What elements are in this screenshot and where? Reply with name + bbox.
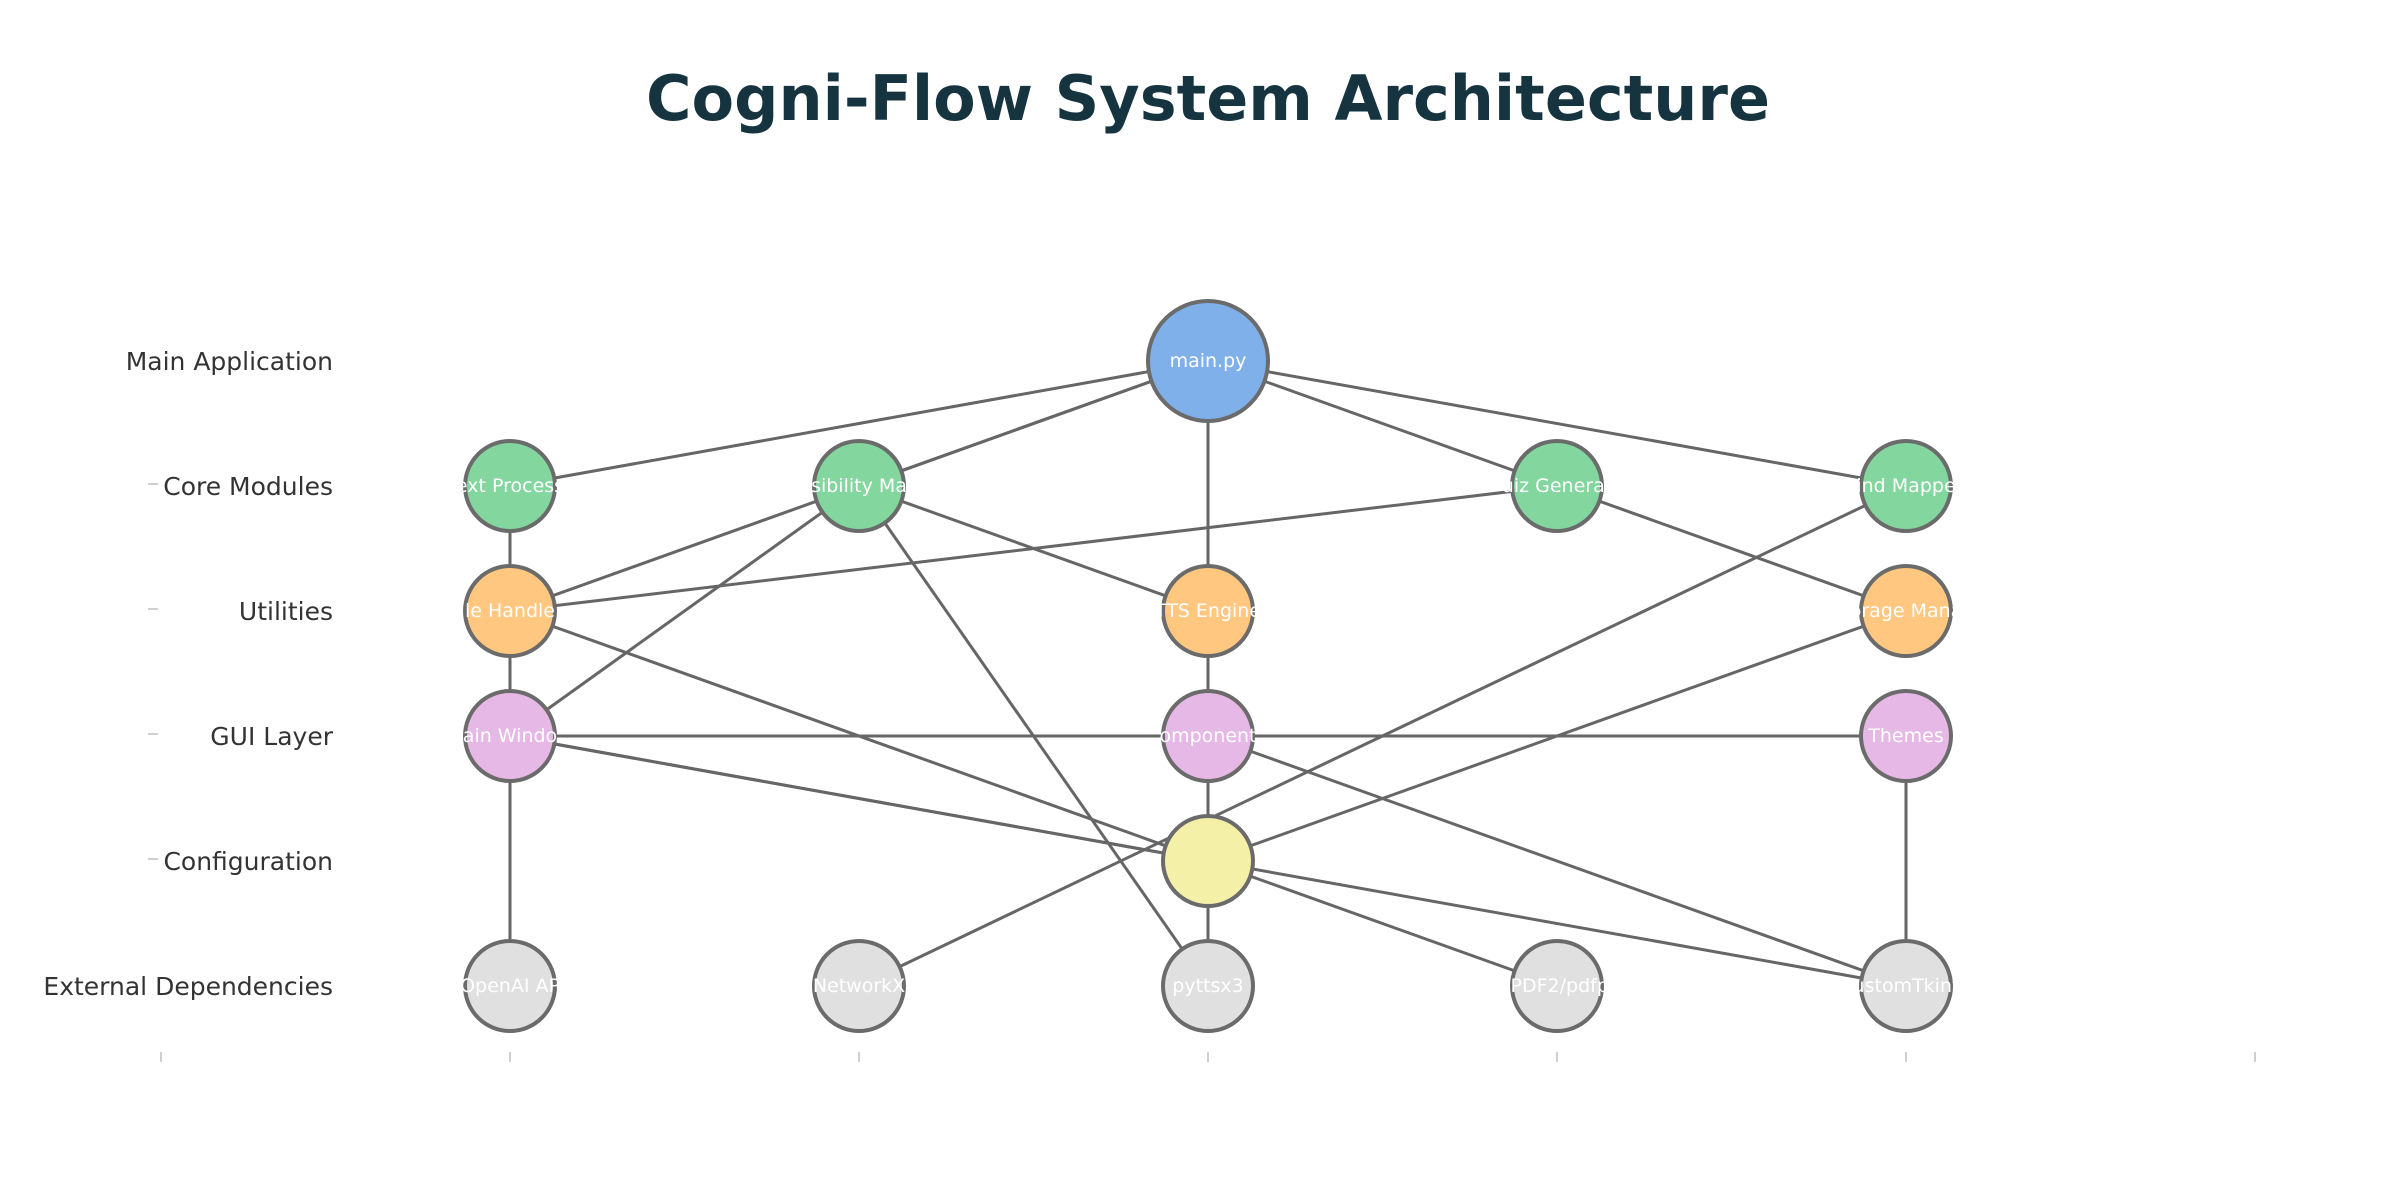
node-label-openai: OpenAI AP xyxy=(460,975,560,997)
node-config[interactable] xyxy=(1161,814,1255,908)
node-file[interactable]: le Handle xyxy=(463,564,557,658)
layer-label-ext: External Dependencies xyxy=(43,972,333,1001)
node-label-mind: ind Mappe xyxy=(1856,475,1955,497)
node-label-text: ext Process xyxy=(456,475,564,497)
node-circle-storage xyxy=(1859,564,1953,658)
node-mind[interactable]: ind Mappe xyxy=(1856,439,1956,533)
node-circle-mainwin xyxy=(463,689,557,783)
layer-label-util: Utilities xyxy=(239,597,333,626)
node-circle-mind xyxy=(1859,439,1953,533)
node-label-networkx: NetworkX xyxy=(813,975,905,997)
edge-main-text xyxy=(509,359,1209,488)
layer-label-gui: GUI Layer xyxy=(210,722,333,751)
node-circle-main xyxy=(1146,299,1270,423)
node-label-tts: TTS Engine xyxy=(1154,600,1261,622)
node-circle-components xyxy=(1161,689,1255,783)
edge-quiz-storage xyxy=(1556,484,1907,613)
node-circle-themes xyxy=(1859,689,1953,783)
node-label-pyttsx3: pyttsx3 xyxy=(1172,975,1243,997)
node-circle-pyttsx3 xyxy=(1161,939,1255,1033)
node-label-quiz: uiz Generat xyxy=(1502,475,1612,497)
edge-components-ctk xyxy=(1207,734,1907,988)
layer-label-main: Main Application xyxy=(126,347,333,376)
node-label-main: main.py xyxy=(1170,350,1247,372)
edge-main-mind xyxy=(1207,359,1907,488)
node-circle-config xyxy=(1161,814,1255,908)
node-circle-networkx xyxy=(812,939,906,1033)
diagram-title: Cogni-Flow System Architecture xyxy=(646,62,1770,135)
node-label-pypdf: PyPDF2/pdfplu xyxy=(1488,975,1626,997)
node-circle-quiz xyxy=(1510,439,1604,533)
node-text[interactable]: ext Process xyxy=(456,439,564,533)
node-components[interactable]: omponent xyxy=(1159,689,1257,783)
node-label-ctk: ustomTkint xyxy=(1853,975,1960,997)
node-circle-openai xyxy=(463,939,557,1033)
node-circle-file xyxy=(463,564,557,658)
node-label-components: omponent xyxy=(1159,725,1256,747)
node-ctk[interactable]: ustomTkint xyxy=(1853,939,1960,1033)
node-access[interactable]: sibility Ma xyxy=(811,439,907,533)
node-openai[interactable]: OpenAI AP xyxy=(460,939,560,1033)
node-pypdf[interactable]: PyPDF2/pdfplu xyxy=(1488,939,1626,1033)
nodes: main.py ext Process sibility Ma uiz Generat… xyxy=(456,299,1963,1033)
node-circle-ctk xyxy=(1859,939,1953,1033)
node-label-storage: orage Mana xyxy=(1850,600,1963,622)
node-circle-text xyxy=(463,439,557,533)
edge-access-mainwin xyxy=(509,484,860,738)
axis-ticks xyxy=(160,1052,2256,1062)
node-storage[interactable]: orage Mana xyxy=(1850,564,1963,658)
edge-file-pypdf xyxy=(509,609,1558,988)
node-quiz[interactable]: uiz Generat xyxy=(1502,439,1612,533)
layer-label-core: Core Modules xyxy=(163,472,333,501)
node-networkx[interactable]: NetworkX xyxy=(812,939,906,1033)
node-circle-pypdf xyxy=(1510,939,1604,1033)
node-label-file: le Handle xyxy=(465,600,555,622)
node-label-themes: Themes xyxy=(1867,725,1943,747)
layer-label-config: Configuration xyxy=(163,847,333,876)
node-pyttsx3[interactable]: pyttsx3 xyxy=(1161,939,1255,1033)
node-label-access: sibility Ma xyxy=(811,475,907,497)
node-tts[interactable]: TTS Engine xyxy=(1154,564,1261,658)
node-label-mainwin: ain Windo xyxy=(463,725,557,747)
node-circle-access xyxy=(812,439,906,533)
node-mainwin[interactable]: ain Windo xyxy=(463,689,557,783)
node-themes[interactable]: Themes xyxy=(1859,689,1953,783)
node-main[interactable]: main.py xyxy=(1146,299,1270,423)
node-circle-tts xyxy=(1161,564,1255,658)
edge-quiz-file xyxy=(509,484,1558,613)
